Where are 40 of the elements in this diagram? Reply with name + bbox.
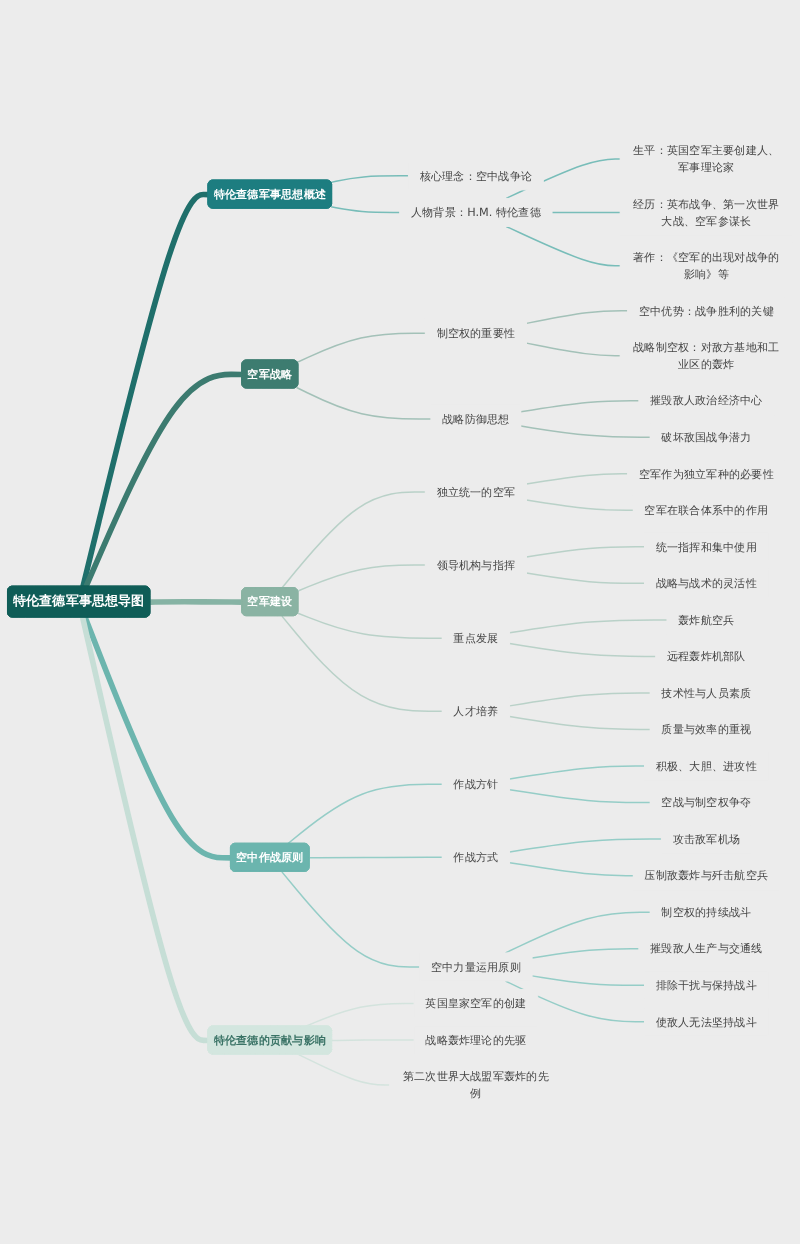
connector	[80, 191, 209, 588]
connector	[330, 175, 410, 184]
connector	[525, 499, 634, 512]
connector	[525, 546, 646, 558]
connector	[504, 911, 651, 954]
connector	[520, 399, 640, 413]
connector	[297, 564, 427, 592]
connector	[531, 975, 646, 986]
connector	[297, 1053, 391, 1086]
connector	[508, 838, 663, 853]
connector	[508, 715, 651, 731]
connector	[508, 692, 651, 707]
connector	[281, 491, 427, 589]
connector	[508, 619, 668, 634]
connector	[287, 783, 443, 845]
connector	[504, 980, 646, 1023]
connector	[79, 616, 209, 1044]
connector	[531, 947, 640, 959]
connector	[508, 788, 651, 804]
connector	[308, 856, 443, 859]
connector	[281, 871, 421, 968]
connector	[551, 211, 621, 214]
connector	[508, 642, 657, 658]
connector	[520, 425, 651, 438]
connector	[525, 572, 646, 585]
connector	[150, 598, 243, 605]
connector	[296, 332, 427, 364]
connector	[297, 612, 443, 639]
connector	[525, 310, 629, 325]
connector	[525, 342, 621, 357]
connector	[508, 765, 646, 780]
connector	[505, 225, 621, 267]
connector	[525, 473, 629, 485]
connector	[281, 615, 443, 712]
connector	[508, 861, 634, 877]
connector	[82, 616, 231, 861]
connector	[330, 206, 401, 214]
connector	[83, 371, 243, 588]
connector	[295, 386, 432, 420]
connector	[304, 1002, 415, 1028]
